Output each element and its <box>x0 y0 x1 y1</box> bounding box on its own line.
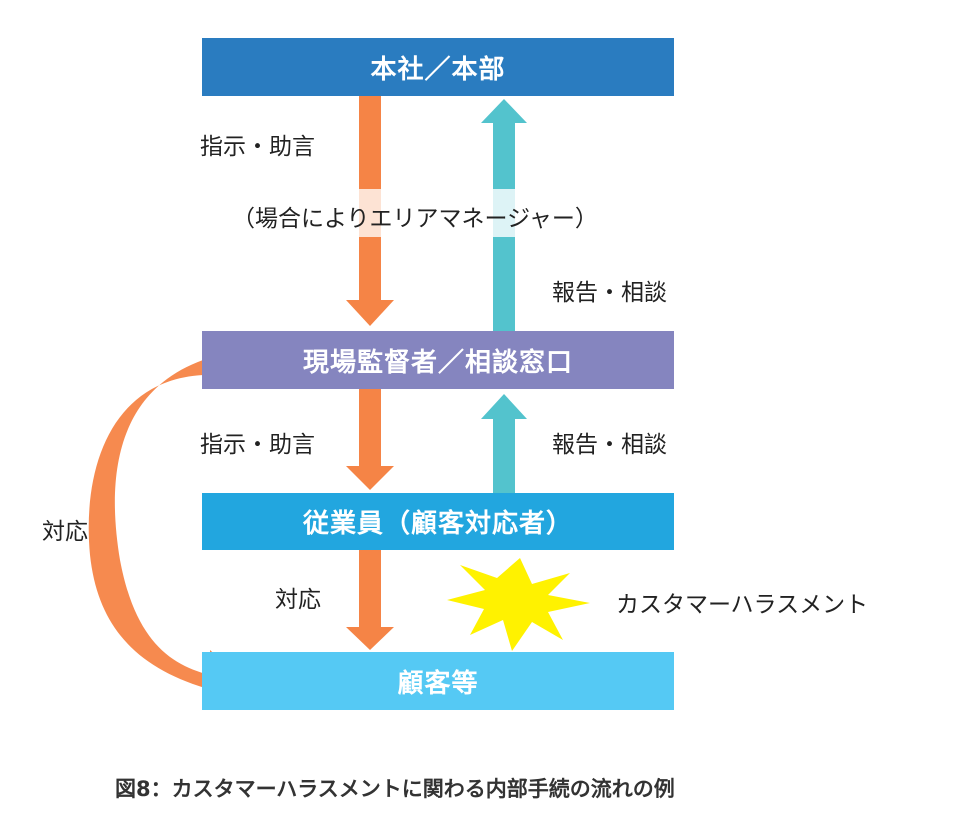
up-arrow-employee-to-supervisor <box>481 394 527 493</box>
label-report-mid: 報告・相談 <box>552 432 667 458</box>
node-employee-label: 従業員（顧客対応者） <box>302 509 573 539</box>
node-employee: 従業員（顧客対応者） <box>202 493 674 550</box>
node-headquarters: 本社／本部 <box>202 38 674 96</box>
label-area-manager-note: （場合によりエリアマネージャー） <box>232 206 598 232</box>
node-headquarters-label: 本社／本部 <box>370 54 506 85</box>
up-arrow-supervisor-to-hq <box>481 99 527 331</box>
label-customer-harassment: カスタマーハラスメント <box>616 592 869 618</box>
down-arrow-hq-to-supervisor <box>346 96 394 326</box>
label-response-mid: 対応 <box>275 587 321 613</box>
label-instruction-top: 指示・助言 <box>200 134 315 160</box>
node-customer: 顧客等 <box>202 652 674 710</box>
node-customer-label: 顧客等 <box>397 668 479 699</box>
harassment-burst-icon <box>447 558 590 651</box>
label-response-left: 対応 <box>42 519 88 545</box>
curved-response-arrow <box>88 360 248 710</box>
figure-caption: 図8：カスタマーハラスメントに関わる内部手続の流れの例 <box>115 777 675 801</box>
down-arrow-supervisor-to-employee <box>346 389 394 490</box>
down-arrow-employee-to-customer <box>346 550 394 650</box>
label-report-top: 報告・相談 <box>552 280 667 306</box>
node-supervisor: 現場監督者／相談窓口 <box>202 331 674 389</box>
label-instruction-mid: 指示・助言 <box>200 432 315 458</box>
node-supervisor-label: 現場監督者／相談窓口 <box>302 347 573 378</box>
